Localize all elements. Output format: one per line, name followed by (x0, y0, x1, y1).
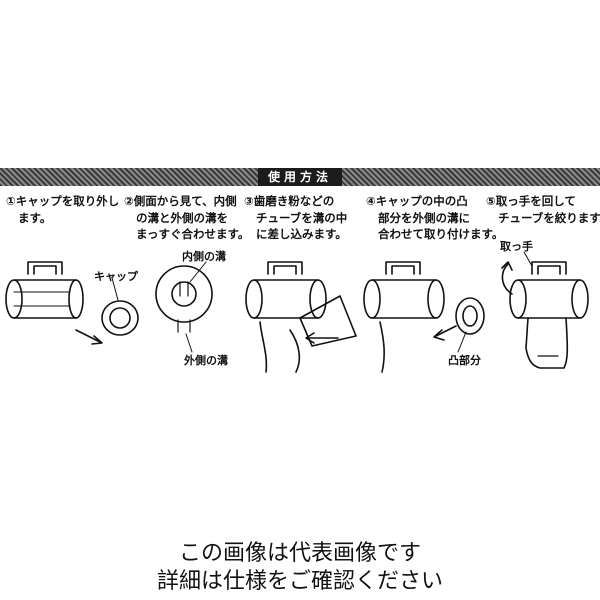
step-1-line-2: ます。 (18, 210, 52, 225)
step-3-line-3: に差し込みます。 (256, 227, 347, 241)
holder-right-end-5 (571, 279, 589, 319)
step-4-line-3: 合わせて取り付けます。 (378, 227, 504, 241)
footer-line-1: この画像は代表画像です (178, 541, 421, 566)
holder-bracket-3 (267, 261, 303, 275)
hand-3 (259, 321, 301, 373)
step-4-text: ④キャップの中の凸 部分を外側の溝に 合わせて取り付けます。 (366, 193, 503, 243)
insert-arrow-head (305, 332, 315, 344)
footer-line-2: 詳細は仕様をご確認ください (156, 569, 443, 594)
holder-tube-body-3 (253, 279, 319, 319)
step-2-line-1: ②側面から見て、内側 (124, 194, 237, 208)
step-2-line-2: の溝と外側の溝を (136, 210, 228, 225)
step-5-line-2: チューブを絞ります。 (498, 210, 600, 225)
outer-groove-leader (185, 333, 193, 353)
holder-bracket-5 (531, 261, 567, 275)
end-view-outer (155, 265, 213, 323)
attach-arrow (435, 325, 457, 337)
holder-tube-body-4 (371, 279, 437, 319)
step-3-line-2: チューブを溝の中 (256, 210, 348, 225)
step-4-line-1: ④キャップの中の凸 (366, 194, 468, 208)
hand-4 (379, 321, 385, 373)
step-4-line-2: 部分を外側の溝に (378, 210, 470, 225)
cap (101, 300, 139, 336)
step-3-line-1: ③歯磨き粉などの (244, 194, 335, 208)
label-protrusion: 凸部分 (448, 354, 481, 367)
label-outer-groove: 外側の溝 (184, 354, 228, 367)
holder-right-end-3 (309, 279, 327, 319)
step-2-text: ②側面から見て、内側 の溝と外側の溝を まっすぐ合わせます。 (124, 193, 249, 243)
step-1-text: ①キャップを取り外し ます。 (6, 193, 119, 226)
holder-tube-body-5 (517, 279, 581, 319)
step-5-line-1: ⑤取っ手を回して (486, 194, 576, 208)
step-2-illustration (155, 261, 213, 353)
holder-right-opening (68, 279, 84, 319)
step-4-illustration (363, 261, 485, 373)
attach-arrow-head (433, 329, 445, 341)
title-band-label-wrap: 使用方法 (0, 168, 600, 186)
rotate-arrow-head (501, 261, 513, 271)
cap-4 (455, 297, 485, 335)
cap-inner (109, 307, 131, 329)
holder-bracket-4 (385, 261, 421, 275)
holder-bracket (27, 261, 63, 275)
squeezed-tube (525, 317, 569, 369)
holder-left-end-3 (245, 279, 263, 319)
step-1-line-1: ①キャップを取り外し (6, 194, 120, 208)
inner-groove-leader (189, 261, 207, 283)
step-2-line-3: まっすぐ合わせます。 (136, 227, 250, 241)
step-3-illustration (245, 261, 357, 373)
holder-left-end (5, 279, 23, 319)
holder-left-end-4 (363, 279, 381, 319)
outer-groove-slot (177, 319, 191, 333)
cap-4-inner (462, 305, 478, 327)
step-5-illustration (501, 251, 589, 369)
step-5-text: ⑤取っ手を回して チューブを絞ります。 (486, 193, 600, 226)
end-view-inner (171, 281, 197, 307)
holder-right-end-4 (427, 279, 445, 319)
protrusion-leader (457, 331, 467, 353)
remove-arrow (75, 329, 101, 343)
label-inner-groove: 内側の溝 (182, 250, 226, 263)
step-3-text: ③歯磨き粉などの チューブを溝の中 に差し込みます。 (244, 193, 347, 243)
inner-groove-slot (179, 281, 189, 297)
label-cap: キャップ (94, 270, 138, 283)
section-title: 使用方法 (257, 168, 342, 186)
remove-arrow-head (91, 335, 103, 345)
rotate-arrow (501, 263, 513, 295)
holder-left-end-5 (509, 279, 527, 319)
handle-leader (523, 251, 533, 267)
cap-leader (111, 277, 119, 301)
holder-groove (13, 291, 71, 307)
step-1-illustration (5, 261, 139, 345)
label-handle: 取っ手 (500, 240, 533, 253)
holder-tube-body (13, 279, 77, 319)
